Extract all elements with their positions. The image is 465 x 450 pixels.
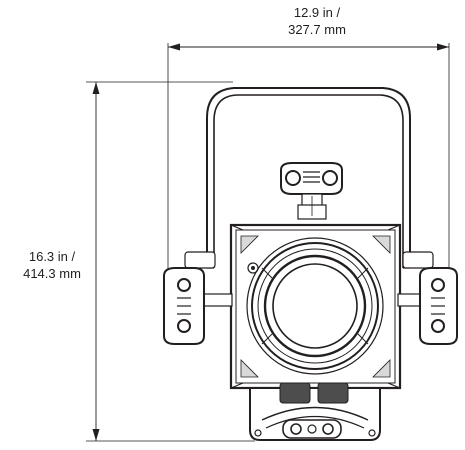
height-metric-text: 414.3 mm — [23, 266, 81, 281]
height-dimension-line — [86, 81, 255, 442]
width-imperial-text: 12.9 in / — [293, 5, 341, 20]
height-dimension-label: 16.3 in / 414.3 mm — [4, 248, 100, 282]
rear-housing — [249, 382, 381, 441]
left-lock-handle — [163, 251, 233, 345]
right-lock-handle — [397, 251, 458, 345]
width-dimension-label: 12.9 in / 327.7 mm — [262, 4, 372, 38]
height-imperial-text: 16.3 in / — [28, 249, 76, 264]
width-metric-text: 327.7 mm — [288, 22, 346, 37]
lens-assembly — [246, 237, 384, 375]
top-lock-handle — [280, 162, 343, 220]
